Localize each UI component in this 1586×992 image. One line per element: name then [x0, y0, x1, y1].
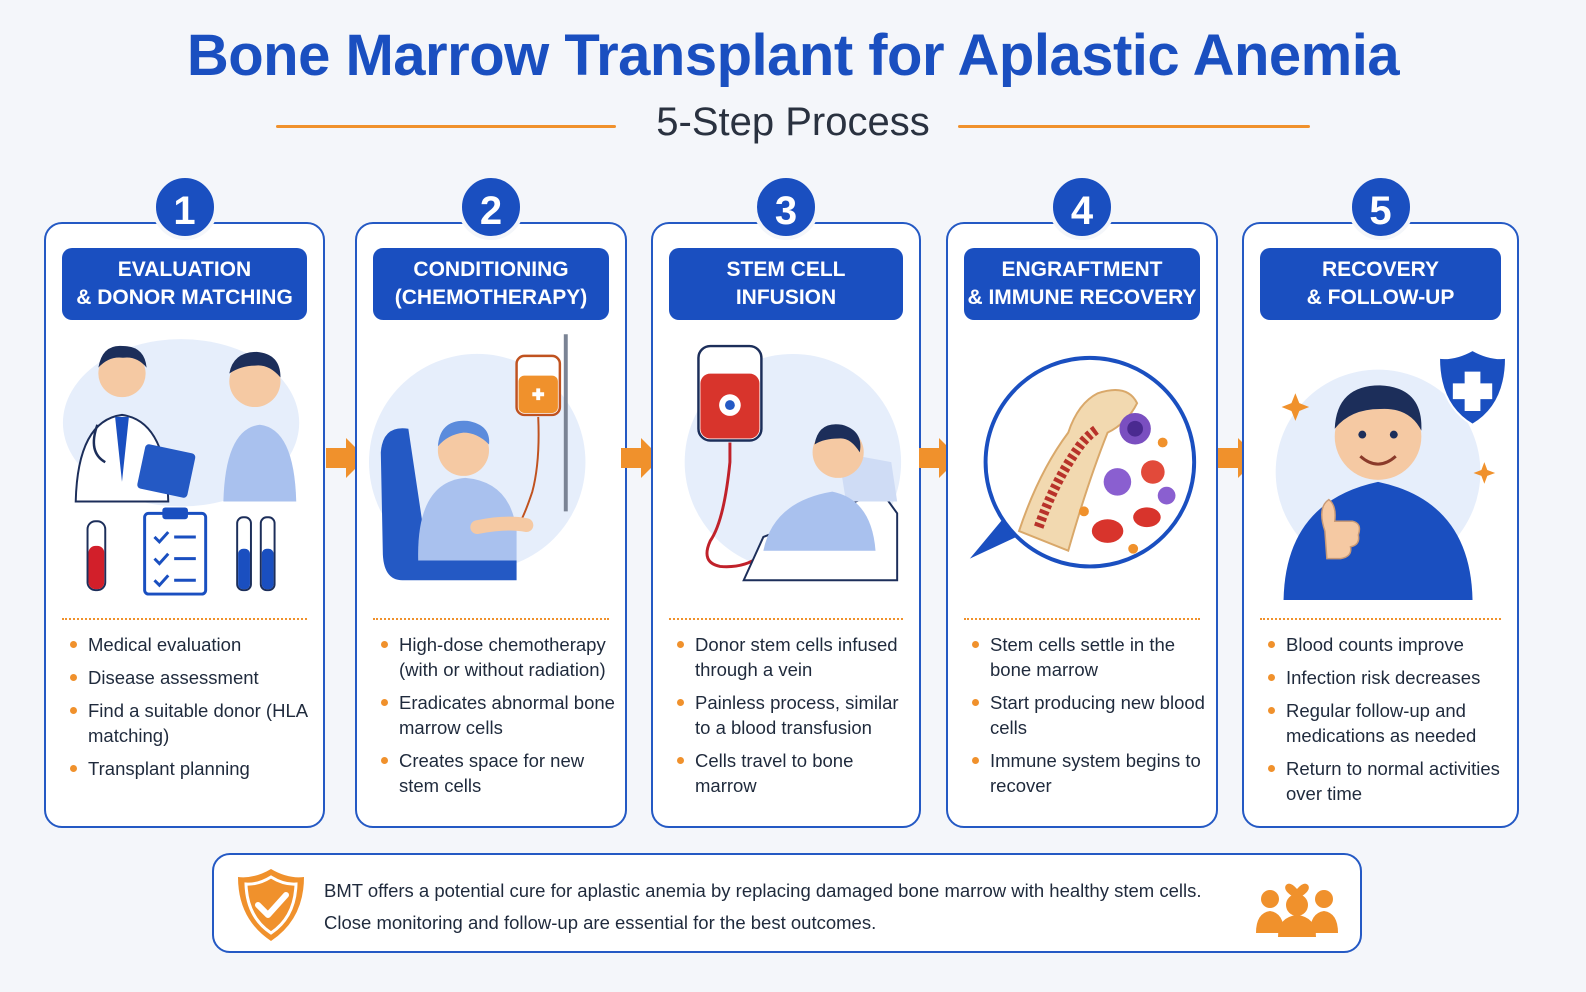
step-header-line2: & IMMUNE RECOVERY	[967, 286, 1197, 309]
list-item: Medical evaluation	[68, 632, 313, 657]
stem-cell-infusion-icon	[665, 332, 907, 612]
step-header: CONDITIONING (CHEMOTHERAPY)	[373, 248, 609, 320]
step-bullets: Donor stem cells infused through a vein …	[675, 632, 909, 806]
summary-line-2: Close monitoring and follow-up are essen…	[324, 912, 877, 933]
bone-marrow-cells-icon	[960, 332, 1204, 612]
people-heart-icon	[1256, 883, 1338, 937]
subtitle-left-rule	[276, 125, 616, 128]
step-header-line1: EVALUATION	[117, 258, 252, 281]
list-item: Donor stem cells infused through a vein	[675, 632, 909, 682]
step-divider	[964, 618, 1200, 620]
step-number-badge: 3	[753, 174, 819, 240]
step-card-3: 3 STEM CELL INFUSION Donor stem cells in…	[651, 174, 921, 828]
step-bullets: Blood counts improve Infection risk decr…	[1266, 632, 1507, 814]
page-subtitle: 5-Step Process	[656, 100, 930, 144]
step-card-5: 5 RECOVERY & FOLLOW-UP Blood counts impr…	[1242, 174, 1519, 828]
list-item: Transplant planning	[68, 756, 313, 781]
page-title: Bone Marrow Transplant for Aplastic Anem…	[186, 23, 1400, 88]
list-item: Immune system begins to recover	[970, 748, 1206, 798]
step-header-line1: CONDITIONING	[413, 258, 569, 281]
step-divider	[62, 618, 307, 620]
step-divider	[1260, 618, 1501, 620]
step-header-line1: ENGRAFTMENT	[1001, 258, 1163, 281]
step-header-line1: RECOVERY	[1321, 258, 1440, 281]
step-header: ENGRAFTMENT & IMMUNE RECOVERY	[964, 248, 1200, 320]
step-divider	[373, 618, 609, 620]
step-bullets: High-dose chemotherapy (with or without …	[379, 632, 615, 806]
summary-note: BMT offers a potential cure for aplastic…	[212, 853, 1362, 953]
list-item: Start producing new blood cells	[970, 690, 1206, 740]
step-card-2: 2 CONDITIONING (CHEMOTHERAPY) High-dose …	[355, 174, 627, 828]
step-card-4: 4 ENGRAFTMENT & IMMUNE RECOVERY Stem cel…	[946, 174, 1218, 828]
list-item: Eradicates abnormal bone marrow cells	[379, 690, 615, 740]
step-header: EVALUATION & DONOR MATCHING	[62, 248, 307, 320]
list-item: Painless process, similar to a blood tra…	[675, 690, 909, 740]
step-header: RECOVERY & FOLLOW-UP	[1260, 248, 1501, 320]
step-bullets: Stem cells settle in the bone marrow Sta…	[970, 632, 1206, 806]
list-item: Find a suitable donor (HLA matching)	[68, 698, 313, 748]
list-item: High-dose chemotherapy (with or without …	[379, 632, 615, 682]
step-header-line2: & FOLLOW-UP	[1306, 286, 1455, 309]
chemotherapy-iv-icon	[369, 332, 613, 612]
step-number-badge: 2	[458, 174, 524, 240]
list-item: Disease assessment	[68, 665, 313, 690]
step-header-line1: STEM CELL	[726, 258, 846, 281]
list-item: Stem cells settle in the bone marrow	[970, 632, 1206, 682]
healthy-patient-icon	[1256, 332, 1507, 612]
doctor-patient-icon	[58, 332, 311, 612]
step-number-badge: 1	[151, 174, 218, 240]
step-number-badge: 5	[1347, 174, 1414, 240]
step-divider	[669, 618, 903, 620]
list-item: Return to normal activities over time	[1266, 756, 1507, 806]
list-item: Cells travel to bone marrow	[675, 748, 909, 798]
list-item: Infection risk decreases	[1266, 665, 1507, 690]
step-number-badge: 4	[1049, 174, 1115, 240]
summary-text: BMT offers a potential cure for aplastic…	[324, 875, 1264, 939]
step-header-line2: & DONOR MATCHING	[76, 286, 293, 309]
step-bullets: Medical evaluation Disease assessment Fi…	[68, 632, 313, 789]
step-header-line2: (CHEMOTHERAPY)	[394, 286, 588, 309]
shield-check-icon	[238, 869, 304, 941]
list-item: Regular follow-up and medications as nee…	[1266, 698, 1507, 748]
step-card-1: 1 EVALUATION & DONOR MATCHING	[44, 174, 325, 828]
step-header: STEM CELL INFUSION	[669, 248, 903, 320]
subtitle-row: 5-Step Process	[0, 100, 1586, 152]
summary-line-1: BMT offers a potential cure for aplastic…	[324, 880, 1202, 901]
step-header-line2: INFUSION	[735, 286, 837, 309]
subtitle-right-rule	[958, 125, 1310, 128]
list-item: Blood counts improve	[1266, 632, 1507, 657]
list-item: Creates space for new stem cells	[379, 748, 615, 798]
